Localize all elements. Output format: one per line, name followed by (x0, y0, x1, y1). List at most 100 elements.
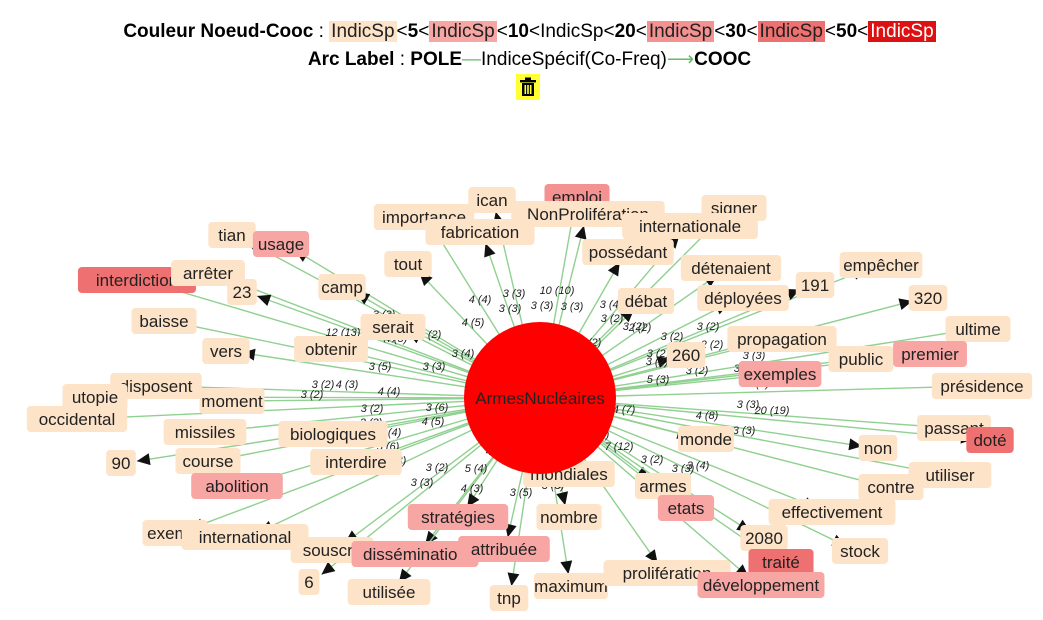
node-label: monde (680, 430, 732, 449)
node-box (62, 384, 128, 410)
node-tian[interactable]: tian (208, 222, 256, 248)
legend-threshold: 20 (614, 21, 636, 42)
node-interdiction[interactable]: interdiction (77, 267, 197, 293)
node-course[interactable]: course (175, 448, 241, 474)
node-vers[interactable]: vers (202, 338, 250, 364)
node-serait[interactable]: serait (360, 314, 426, 340)
node-utilisee[interactable]: utilisée (347, 579, 431, 605)
node-label: stock (840, 542, 880, 561)
node-armes[interactable]: armes (634, 473, 692, 499)
node-label: missiles (175, 423, 235, 442)
node-occidental[interactable]: occidental (26, 406, 128, 432)
node-maximum[interactable]: maximum (534, 573, 608, 599)
node-box (945, 316, 1011, 342)
node-nombre[interactable]: nombre (536, 504, 602, 530)
node-box (666, 342, 706, 368)
node-label: ultime (955, 320, 1000, 339)
node-propagation[interactable]: propagation (727, 326, 837, 352)
node-internationale[interactable]: internationale (622, 213, 758, 239)
node-n191[interactable]: 191 (795, 272, 835, 298)
node-box (858, 435, 898, 461)
node-contre[interactable]: contre (858, 474, 924, 500)
node-etats[interactable]: etats (657, 495, 715, 521)
edge-utiliser (612, 410, 935, 474)
lt-sign: < (496, 21, 508, 42)
node-n320[interactable]: 320 (908, 285, 948, 311)
node-tnp[interactable]: tnp (489, 585, 529, 611)
node-utiliser[interactable]: utiliser (908, 462, 992, 488)
edge-label: 3 (2) (646, 356, 669, 368)
node-label: tian (218, 226, 245, 245)
node-fabrication[interactable]: fabrication (425, 219, 535, 245)
node-detenaient[interactable]: détenaient (680, 255, 782, 281)
edge-label: 3 (2) (312, 379, 335, 391)
center-node[interactable] (464, 322, 616, 474)
node-n260[interactable]: 260 (666, 342, 706, 368)
node-box (828, 346, 894, 372)
node-box (536, 504, 602, 530)
edge-disposent (171, 385, 467, 397)
node-effectivement[interactable]: effectivement (768, 499, 896, 525)
node-baisse[interactable]: baisse (131, 308, 197, 334)
legend-colon: : (313, 21, 330, 42)
edge-label: 3 (3) (531, 300, 554, 312)
edge-non (613, 408, 863, 447)
node-tout[interactable]: tout (384, 251, 432, 277)
node-label: serait (372, 318, 414, 337)
node-interdire[interactable]: interdire (310, 449, 402, 475)
node-label: premier (901, 345, 959, 364)
node-traite[interactable]: traité (748, 549, 814, 575)
node-debat[interactable]: débat (617, 288, 675, 314)
delete-button[interactable] (516, 74, 540, 100)
node-ultime[interactable]: ultime (945, 316, 1011, 342)
node-box (677, 426, 735, 452)
edge-label: 3 (3) (743, 350, 766, 362)
node-biologiques[interactable]: biologiques (278, 421, 388, 447)
node-disposent[interactable]: disposent (110, 373, 202, 399)
node-usage[interactable]: usage (252, 231, 310, 257)
node-presidence[interactable]: présidence (931, 373, 1033, 399)
node-strategies[interactable]: stratégies (407, 504, 509, 530)
node-dote[interactable]: doté (966, 427, 1014, 453)
node-abolition[interactable]: abolition (191, 473, 283, 499)
node-international[interactable]: international (181, 524, 309, 550)
node-moment[interactable]: moment (199, 388, 265, 414)
node-exemples[interactable]: exemples (738, 361, 822, 387)
legend-swatch-2: IndicSp (429, 21, 497, 42)
node-premier[interactable]: premier (893, 341, 967, 367)
lt-sign: < (824, 21, 837, 42)
edge-interdiction (152, 282, 470, 378)
node-attribuee[interactable]: attribuée (458, 536, 550, 562)
node-n23[interactable]: 23 (227, 279, 257, 305)
node-stock[interactable]: stock (831, 538, 889, 564)
edge-dote (613, 404, 975, 440)
node-arreter[interactable]: arrêter (171, 260, 245, 286)
node-n2080[interactable]: 2080 (740, 525, 788, 551)
node-non[interactable]: non (858, 435, 898, 461)
node-missiles[interactable]: missiles (163, 419, 247, 445)
node-n6[interactable]: 6 (298, 569, 320, 595)
node-deployees[interactable]: déployées (697, 285, 789, 311)
node-dissemination[interactable]: dissémination (351, 541, 479, 567)
node-box (318, 274, 366, 300)
node-label: exemples (744, 365, 817, 384)
node-label: ican (476, 191, 507, 210)
legend-colon: : (394, 49, 411, 70)
node-obtenir[interactable]: obtenir (294, 336, 368, 362)
node-camp[interactable]: camp (318, 274, 366, 300)
node-public[interactable]: public (828, 346, 894, 372)
node-monde[interactable]: monde (677, 426, 735, 452)
node-label: stratégies (421, 508, 495, 527)
node-box (795, 272, 835, 298)
node-empecher[interactable]: empêcher (839, 252, 923, 278)
node-ican[interactable]: ican (468, 187, 516, 213)
node-box (181, 524, 309, 550)
edge-label: 4 (8) (696, 410, 719, 422)
edge-tian (245, 239, 475, 365)
node-utopie[interactable]: utopie (62, 384, 128, 410)
node-box (351, 541, 479, 567)
node-developpement[interactable]: développement (697, 572, 825, 598)
node-label: arrêter (183, 264, 233, 283)
node-possedant[interactable]: possédant (582, 239, 674, 265)
node-n90[interactable]: 90 (106, 450, 136, 476)
